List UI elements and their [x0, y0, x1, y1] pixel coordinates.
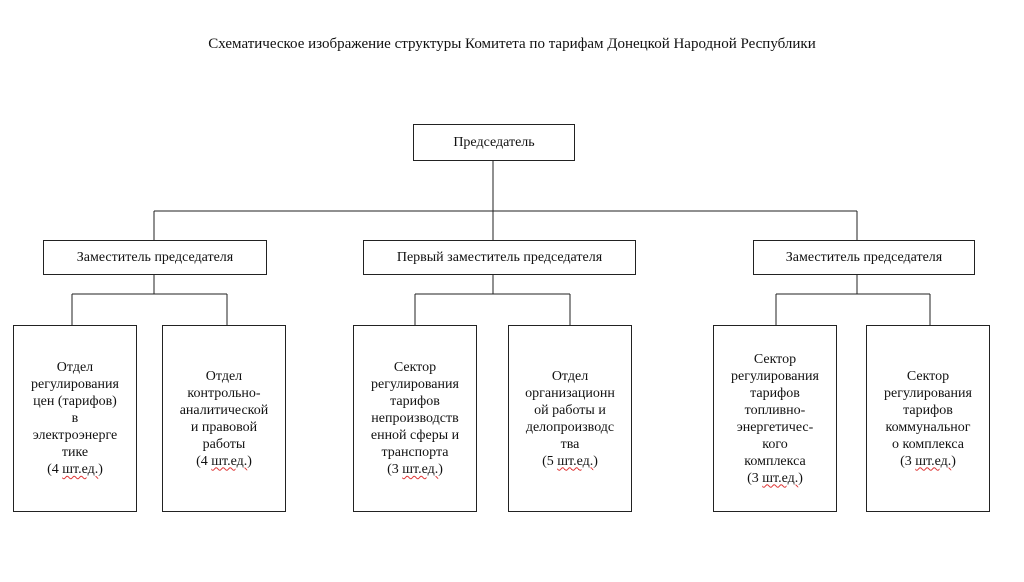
dept-line: топливно- — [744, 402, 806, 418]
staff-count: (4 — [47, 462, 63, 477]
staff-count: (3 — [387, 462, 403, 477]
first-deputy-label: Первый заместитель председателя — [396, 250, 603, 265]
dept-line: делопроизводс — [525, 419, 615, 435]
staff-paren: ) — [798, 470, 803, 486]
chairman-label: Председатель — [453, 135, 535, 150]
staff-count: (4 — [196, 453, 212, 469]
chairman-box: Председатель — [413, 124, 575, 161]
dept-line: Сектор — [753, 351, 797, 367]
dept-line: Сектор — [906, 368, 950, 384]
staff-unit: шт.ед. — [557, 453, 594, 469]
staff-unit: шт.ед. — [915, 453, 952, 469]
staff-count: (5 — [542, 453, 558, 469]
dept-line: тва — [560, 436, 580, 452]
staff-count: (3 — [900, 453, 916, 469]
dept-line: тарифов — [750, 385, 800, 401]
dept-line: регулирования — [31, 377, 119, 392]
dept-line: в — [71, 411, 79, 426]
deputy-left-box: Заместитель председателя — [43, 240, 267, 275]
staff-count: (3 — [747, 470, 763, 486]
dept-line: организационн — [525, 385, 615, 401]
dept-line: Сектор — [393, 360, 437, 375]
dept-line: контрольно- — [187, 385, 261, 401]
staff-unit: шт.ед. — [402, 462, 439, 477]
staff-unit: шт.ед. — [762, 470, 799, 486]
dept-line: энергетичес- — [736, 419, 814, 435]
staff-unit: шт.ед. — [211, 453, 248, 469]
staff-paren: ) — [438, 462, 443, 477]
dept-line: Отдел — [551, 368, 589, 384]
staff-paren: ) — [247, 453, 252, 469]
dept-line: цен (тарифов) — [33, 394, 117, 409]
dept-box-electricity: Отдел регулирования цен (тарифов) в элек… — [13, 325, 137, 512]
dept-line: тике — [61, 445, 89, 460]
dept-line: кого — [762, 436, 788, 452]
dept-line: и правовой — [190, 419, 258, 435]
dept-line: регулирования — [731, 368, 819, 384]
dept-line: транспорта — [381, 445, 449, 460]
deputy-right-box: Заместитель председателя — [753, 240, 975, 275]
dept-box-organizational: Отдел организационн ой работы и делопрои… — [508, 325, 632, 512]
diagram-title: Схематическое изображение структуры Коми… — [208, 36, 816, 52]
dept-staff: (3 шт.ед.) — [884, 453, 972, 470]
dept-line: тарифов — [390, 394, 440, 409]
dept-line: ой работы и — [534, 402, 606, 418]
dept-box-analytical-legal: Отдел контрольно- аналитической и правов… — [162, 325, 286, 512]
dept-line: непроизводств — [371, 411, 459, 426]
first-deputy-box: Первый заместитель председателя — [363, 240, 636, 275]
deputy-left-label: Заместитель председателя — [76, 250, 234, 265]
dept-staff: (3 шт.ед.) — [731, 470, 819, 487]
dept-line: регулирования — [884, 385, 972, 401]
staff-paren: ) — [98, 462, 103, 477]
staff-paren: ) — [593, 453, 598, 469]
dept-line: тарифов — [903, 402, 953, 418]
dept-box-nonproduction-transport: Сектор регулирования тарифов непроизводс… — [353, 325, 477, 512]
dept-line: Отдел — [205, 368, 243, 384]
dept-line: электроэнерге — [32, 428, 118, 443]
dept-line: Отдел — [56, 360, 94, 375]
dept-staff: (4 шт.ед.) — [180, 453, 269, 470]
dept-line: работы — [202, 436, 246, 452]
dept-line: регулирования — [371, 377, 459, 392]
staff-paren: ) — [951, 453, 956, 469]
dept-line: аналитической — [179, 402, 269, 418]
dept-line: енной сферы и — [370, 428, 460, 443]
dept-staff: (4 шт.ед.) — [31, 461, 119, 478]
dept-line: комплекса — [744, 453, 806, 469]
dept-line: о комплекса — [892, 436, 964, 452]
dept-staff: (5 шт.ед.) — [525, 453, 615, 470]
dept-box-fuel-energy: Сектор регулирования тарифов топливно- э… — [713, 325, 837, 512]
staff-unit: шт.ед. — [62, 462, 99, 477]
dept-staff: (3 шт.ед.) — [371, 461, 459, 478]
dept-box-communal: Сектор регулирования тарифов коммунально… — [866, 325, 990, 512]
deputy-right-label: Заместитель председателя — [785, 250, 943, 265]
dept-line: коммунальног — [885, 419, 971, 435]
